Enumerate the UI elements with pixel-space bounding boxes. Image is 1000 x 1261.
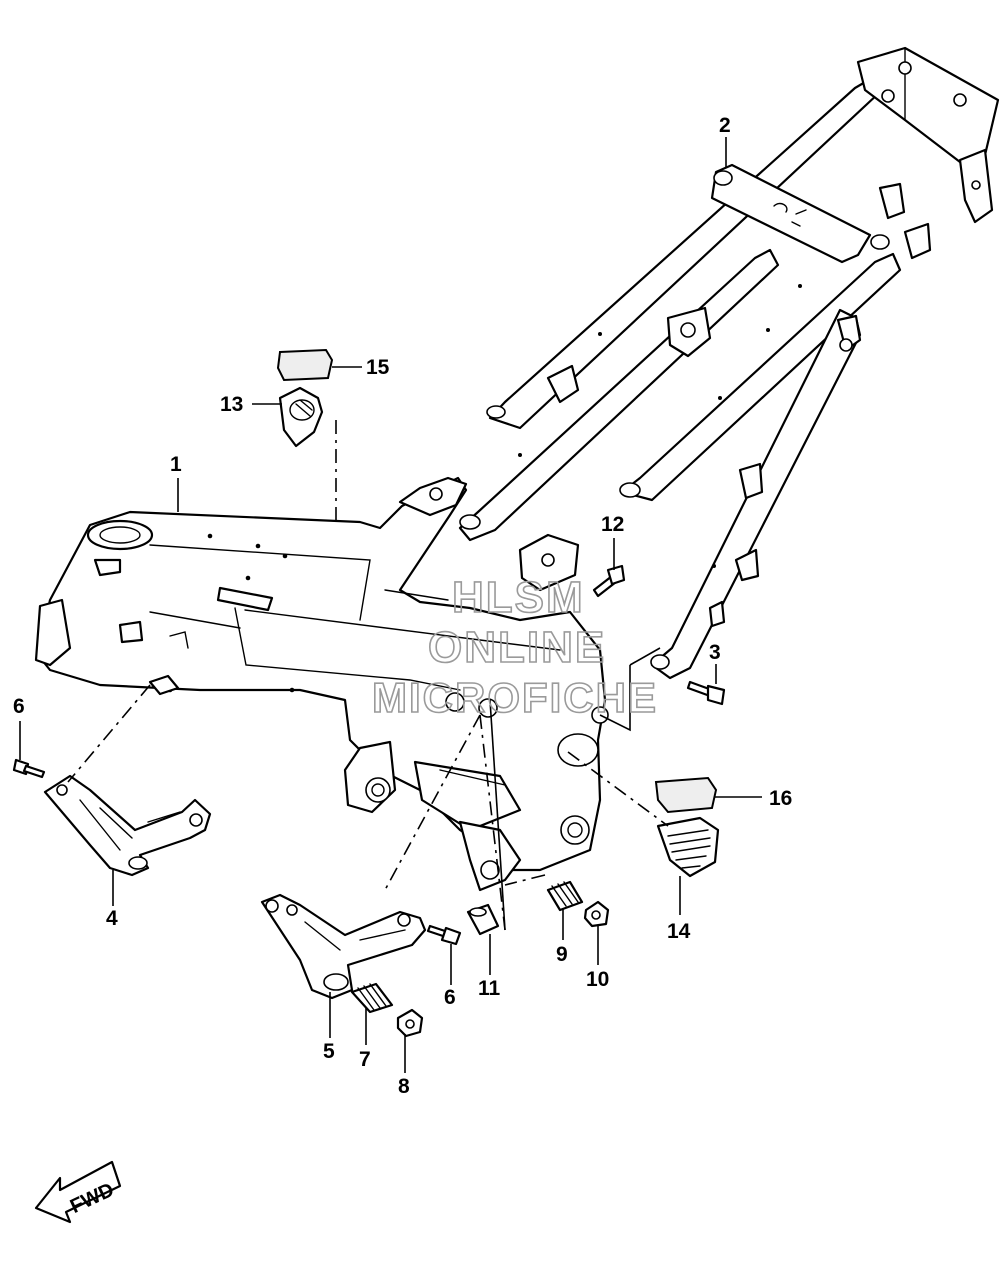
callout-14: 14 — [667, 920, 691, 943]
callout-16: 16 — [769, 787, 792, 810]
callout-labels: 1 2 3 4 5 6 6 7 8 9 10 11 12 13 14 15 16 — [13, 114, 792, 1098]
callout-10: 10 — [586, 968, 609, 991]
callout-3: 3 — [709, 641, 721, 664]
collar-11[interactable] — [466, 903, 500, 936]
watermark-line-1: HLSM — [452, 573, 585, 622]
grille-cover-14[interactable] — [656, 816, 720, 878]
rear-subframe[interactable] — [458, 46, 1000, 680]
forward-arrow-icon — [34, 1160, 122, 1224]
callout-9: 9 — [556, 943, 568, 966]
callout-1: 1 — [170, 453, 182, 476]
watermark: HLSM ONLINE MICROFICHE — [371, 572, 658, 722]
callout-7: 7 — [359, 1048, 371, 1071]
watermark-line-2: ONLINE — [428, 623, 606, 672]
nut-10[interactable] — [583, 900, 610, 928]
callout-12: 12 — [601, 513, 624, 536]
footrest-bracket-right[interactable] — [260, 893, 427, 1000]
spacer-7[interactable] — [350, 982, 394, 1014]
callout-13: 13 — [220, 393, 243, 416]
cap-16[interactable] — [654, 776, 718, 814]
fwd-badge: FWD — [34, 1160, 122, 1224]
callout-15: 15 — [366, 356, 390, 379]
callout-8: 8 — [398, 1075, 410, 1098]
callout-5: 5 — [323, 1040, 335, 1063]
callout-4: 4 — [106, 907, 118, 930]
bolt-6-left[interactable] — [12, 758, 46, 779]
watermark-line-3: MICROFICHE — [372, 674, 658, 721]
cap-15[interactable] — [276, 348, 334, 382]
bolt-6-right[interactable] — [426, 924, 462, 946]
footrest-bracket-left[interactable] — [43, 774, 212, 877]
callout-6-right: 6 — [444, 986, 456, 1009]
bolt-3[interactable] — [686, 680, 726, 706]
leader-lines — [19, 137, 762, 1073]
spacer-9[interactable] — [546, 880, 584, 912]
nut-8[interactable] — [396, 1008, 424, 1038]
callout-6-left: 6 — [13, 695, 25, 718]
grommet-13[interactable] — [278, 386, 324, 448]
callout-11: 11 — [478, 977, 501, 1000]
bolt-12[interactable] — [592, 564, 626, 598]
assembly-lines — [67, 420, 669, 931]
callout-2: 2 — [719, 114, 731, 137]
